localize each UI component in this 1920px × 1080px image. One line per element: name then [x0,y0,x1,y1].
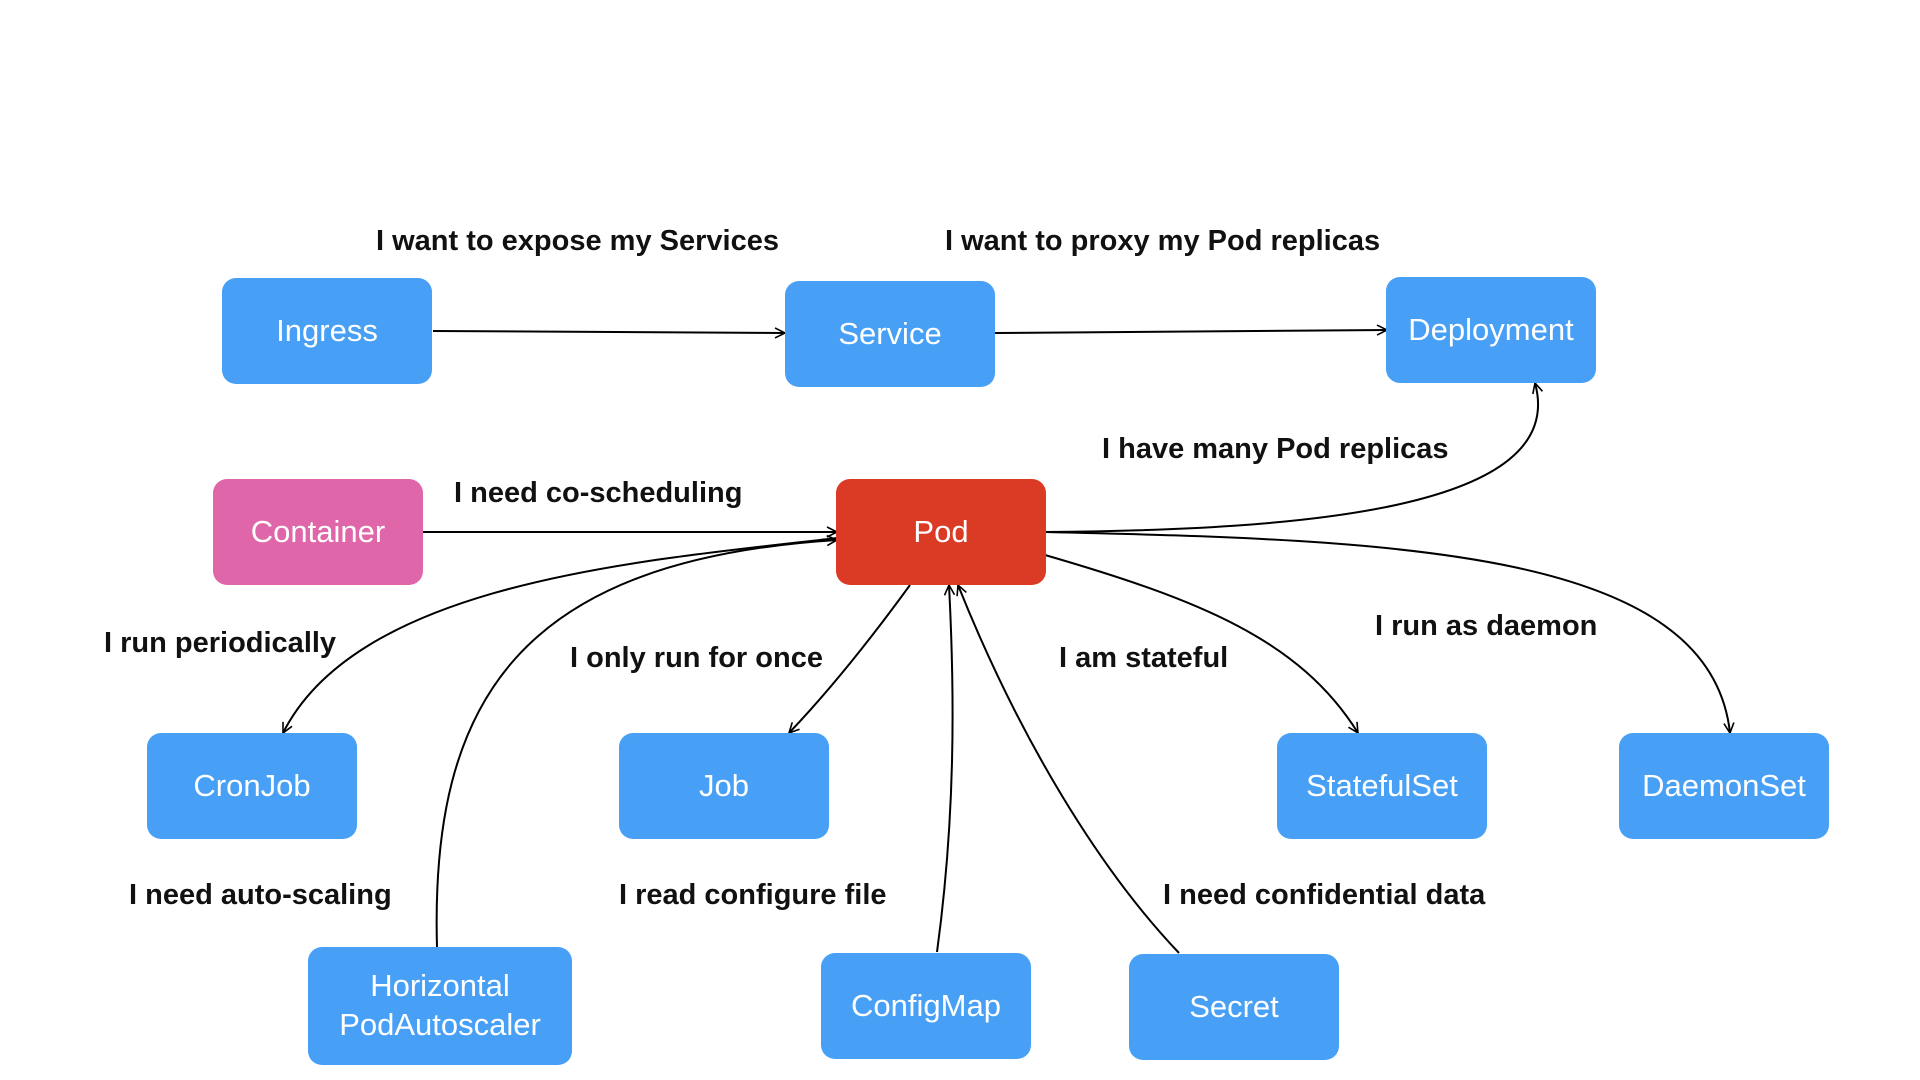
node-deployment[interactable]: Deployment [1386,277,1596,383]
label-daemon: I run as daemon [1375,610,1598,642]
node-service-label: Service [838,315,942,351]
node-job-label: Job [699,767,749,803]
label-co-scheduling: I need co-scheduling [454,477,743,509]
label-proxy-pods: I want to proxy my Pod replicas [945,225,1381,257]
node-pod-label: Pod [913,513,969,549]
node-hpa-label-line1: Horizontal [370,968,510,1004]
node-secret[interactable]: Secret [1129,954,1339,1060]
node-cronjob-label: CronJob [193,767,311,803]
node-daemonset-label: DaemonSet [1642,767,1806,803]
label-configure-file: I read configure file [619,879,887,911]
label-expose-services: I want to expose my Services [376,225,779,257]
node-configmap-label: ConfigMap [851,987,1001,1023]
edge-service-deployment [994,330,1387,333]
label-confidential-data: I need confidential data [1163,879,1486,911]
edge-configmap-pod [936,585,953,953]
node-container[interactable]: Container [213,479,423,585]
node-daemonset[interactable]: DaemonSet [1619,733,1829,839]
node-deployment-label: Deployment [1408,311,1574,347]
node-ingress-label: Ingress [276,312,378,348]
edge-ingress-service [432,331,785,333]
node-horizontal-podautoscaler[interactable]: Horizontal PodAutoscaler [308,947,572,1065]
node-service[interactable]: Service [785,281,995,387]
label-run-once: I only run for once [570,642,823,674]
node-secret-label: Secret [1189,988,1279,1024]
node-pod[interactable]: Pod [836,479,1046,585]
node-hpa-label-line2: PodAutoscaler [339,1007,541,1042]
label-auto-scaling: I need auto-scaling [129,879,392,911]
node-cronjob[interactable]: CronJob [147,733,357,839]
node-configmap[interactable]: ConfigMap [821,953,1031,1059]
node-container-label: Container [250,513,386,549]
node-ingress[interactable]: Ingress [222,278,432,384]
label-run-periodically: I run periodically [104,627,337,659]
edge-secret-pod [958,585,1180,954]
label-many-replicas: I have many Pod replicas [1102,433,1449,465]
node-job[interactable]: Job [619,733,829,839]
node-statefulset[interactable]: StatefulSet [1277,733,1487,839]
node-statefulset-label: StatefulSet [1306,767,1458,803]
label-stateful: I am stateful [1059,642,1229,674]
